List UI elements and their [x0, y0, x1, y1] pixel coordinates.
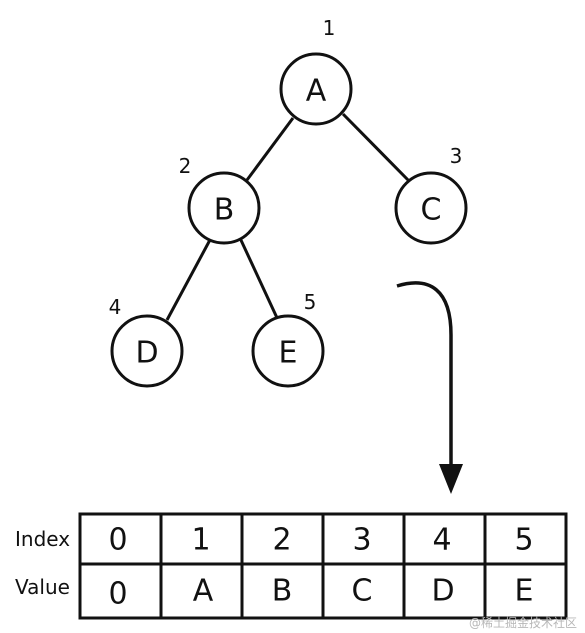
tree-node-index: 4 [109, 295, 122, 319]
table-cell [240, 512, 325, 566]
tree-node-index: 1 [323, 16, 336, 40]
table-cell [483, 562, 568, 620]
edge-a-b [245, 117, 295, 181]
value-cell-text: C [352, 574, 373, 609]
edge-a-c [341, 112, 413, 185]
table-cell [78, 512, 163, 566]
index-cell-text: 5 [514, 523, 533, 558]
tree-node-label: B [214, 193, 235, 228]
tree-node-a: A [279, 52, 353, 126]
index-cell-text: 2 [272, 523, 291, 558]
tree-node-label: D [135, 336, 158, 371]
tree-node-c: C [394, 171, 468, 245]
tree-node-index: 5 [304, 290, 317, 314]
table-cell [159, 562, 244, 620]
edge-b-d [165, 237, 213, 321]
tree-node-b: B [187, 171, 261, 245]
table-cell [78, 562, 163, 620]
table-cell [240, 562, 325, 620]
value-cell-text: B [272, 574, 293, 609]
index-cell-text: 1 [191, 523, 210, 558]
curved-arrow [396, 281, 453, 466]
index-cell-text: 4 [432, 523, 451, 558]
table-cell [321, 512, 406, 566]
tree-node-d: D [110, 314, 184, 388]
tree-node-label: A [306, 74, 327, 109]
value-cell-text: A [193, 574, 214, 609]
tree-node-index: 3 [450, 144, 463, 168]
edge-b-e [238, 237, 280, 321]
tree-node-label: E [279, 336, 298, 371]
table-cell [402, 562, 487, 620]
arrow-head-icon [439, 464, 463, 494]
watermark: @稀土掘金技术社区 [468, 616, 577, 630]
tree-node-e: E [251, 314, 325, 388]
value-cell-text: D [431, 574, 454, 609]
value-cell-text: E [515, 574, 534, 609]
index-cell-text: 3 [352, 523, 371, 558]
tree-node-label: C [421, 193, 442, 228]
row-label-index: Index [15, 527, 70, 551]
index-cell-text: 0 [108, 523, 127, 558]
value-cell-text: 0 [108, 577, 127, 612]
tree-node-index: 2 [179, 154, 192, 178]
array-table: Index Value 0 1 2 3 4 5 0 A B C D E [15, 512, 568, 620]
row-label-value: Value [15, 575, 70, 599]
